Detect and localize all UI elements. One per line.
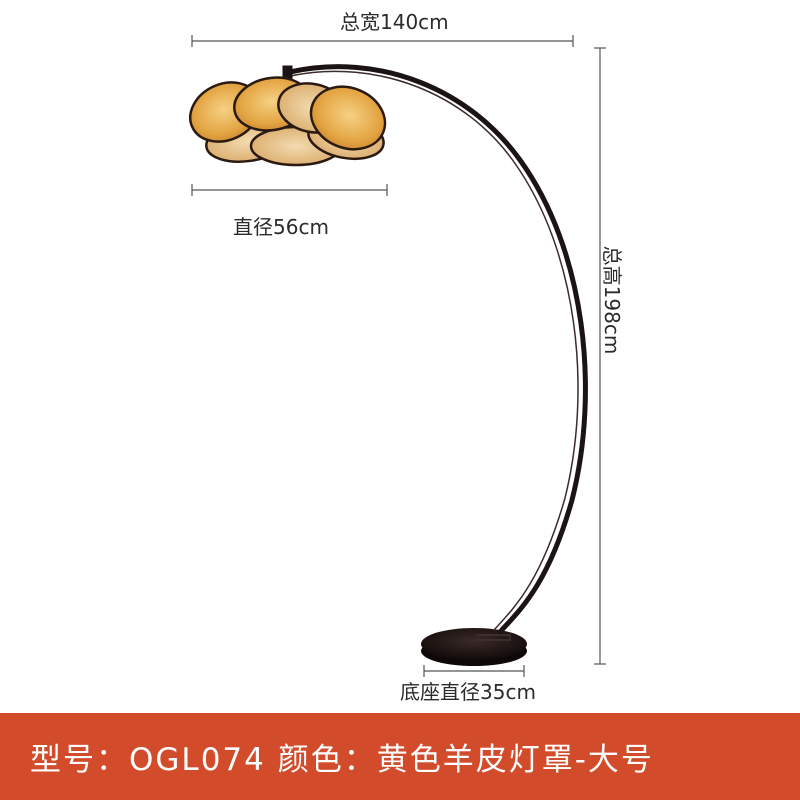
base-diameter-measure-line xyxy=(423,665,525,677)
total-height-measure-line xyxy=(594,47,606,665)
model-color-text: 型号：OGL074 颜色：黄色羊皮灯罩-大号 xyxy=(30,742,654,778)
total-width-label: 总宽140cm xyxy=(340,10,449,34)
total-width-measure-line xyxy=(191,35,574,47)
lamp-base xyxy=(421,628,527,666)
petal-lamp-shade xyxy=(189,76,387,167)
shade-diameter-measure-line xyxy=(191,184,388,196)
shade-diameter-label: 直径56cm xyxy=(233,215,329,239)
lamp-arc-pole xyxy=(287,64,588,635)
footer-banner: 型号：OGL074 颜色：黄色羊皮灯罩-大号 xyxy=(0,713,800,800)
base-diameter-label: 底座直径35cm xyxy=(400,680,536,704)
total-height-label: 总高198cm xyxy=(600,245,624,355)
